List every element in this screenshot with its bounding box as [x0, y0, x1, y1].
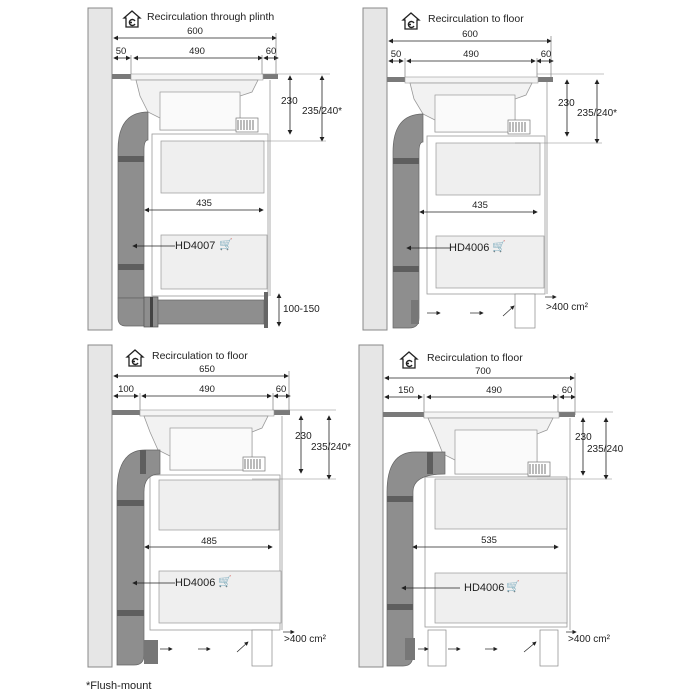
dim-depth-235: 235/240 [587, 444, 624, 455]
dim-inner-width: 435 [196, 198, 212, 209]
dim-hob-width: 490 [486, 385, 502, 396]
dim-depth-235: 235/240* [577, 108, 618, 119]
panel-1-drawing [87, 7, 330, 331]
dim-right-gap: 60 [561, 385, 573, 396]
dim-left-gap: 100 [118, 384, 134, 395]
dim-depth-230: 230 [575, 432, 592, 443]
dim-left-gap: 150 [398, 385, 414, 396]
dim-total-width: 600 [462, 29, 478, 40]
cart-icon[interactable]: 🛒 [218, 576, 232, 588]
panel-2-drawing [362, 7, 604, 331]
dim-hob-width: 490 [189, 46, 205, 57]
dim-right-gap: 60 [540, 49, 552, 60]
dim-depth-230: 230 [295, 431, 312, 442]
dim-right-gap: 60 [265, 46, 277, 57]
dim-total-width: 600 [187, 26, 203, 37]
dim-inner-width: 485 [201, 536, 217, 547]
dim-left-gap: 50 [390, 49, 402, 60]
cart-icon[interactable]: 🛒 [219, 239, 233, 251]
flush-mount-footnote: *Flush-mount [86, 680, 152, 692]
panel-title: Recirculation through plinth [147, 11, 275, 23]
dim-right-gap: 60 [275, 384, 287, 395]
dim-inner-width: 435 [472, 200, 488, 211]
ventilation-area-label: >400 cm² [284, 634, 326, 645]
dim-hob-width: 490 [463, 49, 479, 60]
dim-total-width: 700 [475, 366, 491, 377]
dim-hob-width: 490 [199, 384, 215, 395]
model-label: HD4007 [175, 240, 216, 252]
panel-title: Recirculation to floor [427, 352, 523, 364]
cart-icon[interactable]: 🛒 [492, 241, 506, 253]
dim-total-width: 650 [199, 364, 215, 375]
panel-4-drawing [358, 344, 613, 668]
dim-depth-230: 230 [281, 96, 298, 107]
ventilation-area-label: >400 cm² [546, 302, 588, 313]
panel-title: Recirculation to floor [428, 13, 524, 25]
ventilation-area-label: >400 cm² [568, 634, 610, 645]
cart-icon[interactable]: 🛒 [506, 581, 520, 593]
recirculation-house-icon [123, 10, 141, 28]
plinth-height-label: 100-150 [283, 304, 320, 315]
dim-left-gap: 50 [115, 46, 127, 57]
model-label: HD4006 [464, 582, 505, 594]
panel-title: Recirculation to floor [152, 350, 248, 362]
model-label: HD4006 [175, 577, 216, 589]
dim-inner-width: 535 [481, 535, 497, 546]
model-label: HD4006 [449, 242, 490, 254]
panel-3-drawing [87, 344, 336, 668]
dim-depth-235: 235/240* [311, 442, 352, 453]
dim-depth-230: 230 [558, 98, 575, 109]
dim-depth-235: 235/240* [302, 106, 343, 117]
